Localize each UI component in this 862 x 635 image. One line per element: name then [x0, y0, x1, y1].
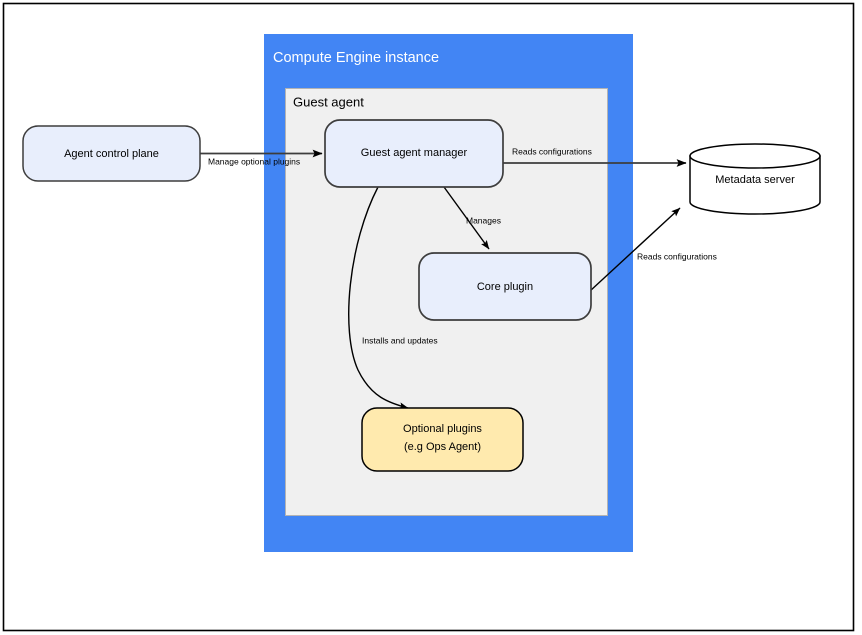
edge-manager-to-metadata: Reads configurations [503, 146, 687, 167]
container-title-compute-engine-instance: Compute Engine instance [273, 50, 439, 66]
node-shape-agent-control-plane[interactable] [22, 125, 201, 182]
node-shape-core-plugin[interactable] [418, 252, 592, 321]
node-optional-plugins[interactable]: Optional plugins (e.g Ops Agent) [361, 407, 524, 472]
node-agent-control-plane[interactable]: Agent control plane [22, 125, 201, 182]
edge-label-installs-and-updates: Installs and updates [362, 335, 438, 345]
edge-core-plugin-to-metadata: Reads configurations [589, 207, 717, 292]
edge-line-core-plugin-to-metadata [589, 207, 681, 292]
edge-line-manager-to-core-plugin [443, 186, 490, 250]
node-label-optional-plugins-line1: Optional plugins [403, 423, 482, 435]
edge-control-plane-to-manager: Manage optional plugins [200, 149, 323, 166]
edge-label-reads-configurations-manager: Reads configurations [512, 146, 592, 156]
node-shape-metadata-server-body[interactable] [689, 155, 821, 215]
cylinder-top-icon [689, 143, 821, 169]
node-label-core-plugin: Core plugin [477, 281, 533, 293]
node-label-guest-agent-manager: Guest agent manager [361, 147, 468, 159]
node-core-plugin[interactable]: Core plugin [418, 252, 592, 321]
node-label-metadata-server: Metadata server [715, 174, 795, 186]
node-label-agent-control-plane: Agent control plane [64, 148, 159, 160]
edge-line-manager-to-optional-plugins [348, 186, 409, 410]
node-shape-optional-plugins[interactable] [361, 407, 524, 472]
edge-label-manage-optional-plugins: Manage optional plugins [208, 156, 300, 166]
node-guest-agent-manager[interactable]: Guest agent manager [324, 119, 504, 188]
edge-label-manages: Manages [466, 215, 501, 225]
node-label-optional-plugins-line2: (e.g Ops Agent) [404, 441, 481, 453]
edge-manager-to-core-plugin: Manages [443, 186, 501, 250]
edge-label-reads-configurations-core-plugin: Reads configurations [637, 251, 717, 261]
node-shape-guest-agent-manager[interactable] [324, 119, 504, 188]
node-metadata-server[interactable]: Metadata server [689, 143, 821, 215]
edge-manager-to-optional-plugins: Installs and updates [348, 186, 438, 410]
container-title-guest-agent: Guest agent [293, 94, 364, 109]
